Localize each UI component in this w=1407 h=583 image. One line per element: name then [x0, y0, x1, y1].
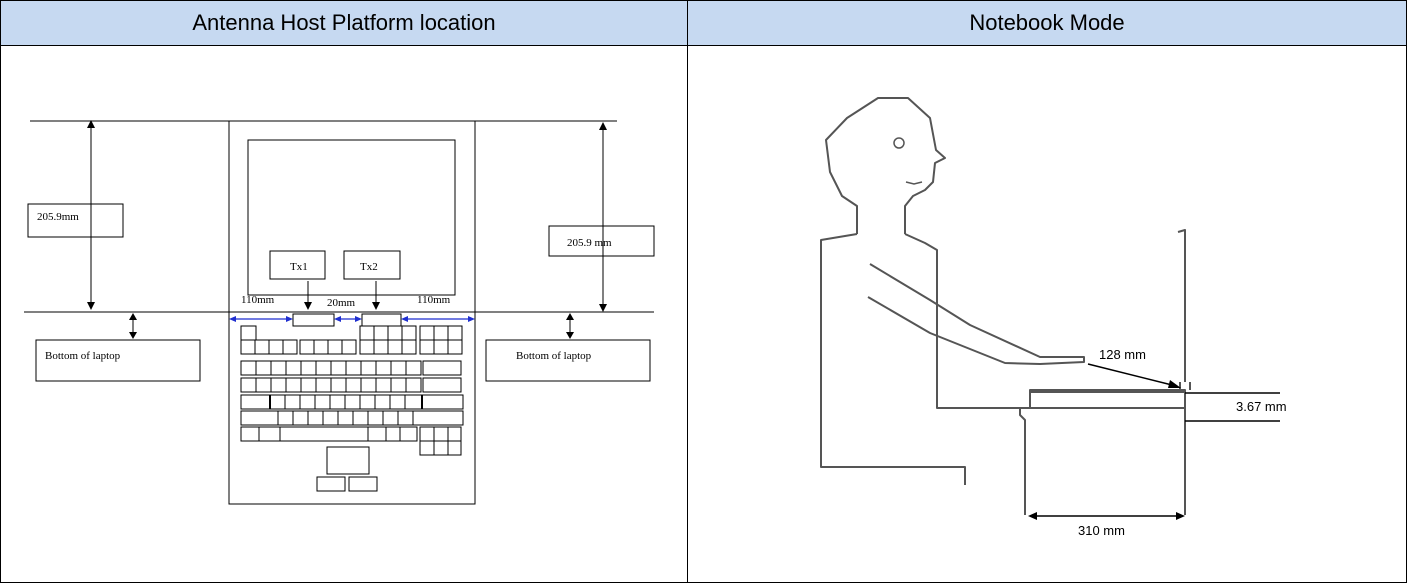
touchpad-left-button	[316, 476, 346, 492]
person-lap	[1029, 391, 1185, 408]
keyboard	[240, 325, 464, 456]
laptop-screen	[247, 139, 456, 296]
person-mouth	[905, 181, 923, 185]
bottom-label-right-box	[485, 339, 651, 382]
touchpad-right-button	[348, 476, 378, 492]
person-head	[825, 97, 946, 234]
tx2-box	[343, 250, 401, 280]
bottom-label-left-box	[35, 339, 201, 382]
measure-128-arrow	[1087, 363, 1177, 387]
laptop-hinge	[1179, 382, 1191, 390]
height-label-left-box	[27, 203, 124, 238]
bottom-label-right: Bottom of laptop	[516, 350, 592, 362]
height-label-left: 205.9mm	[37, 211, 79, 223]
measure-128-label: 128 mm	[1099, 347, 1146, 362]
tx1-label: Tx1	[290, 261, 308, 273]
laptop-base	[1029, 389, 1186, 409]
person-shin	[1019, 408, 1026, 515]
person-torso-back	[820, 233, 966, 485]
laptop-screen-side	[1177, 229, 1186, 382]
height-label-right-box	[548, 225, 655, 257]
laptop-outline	[228, 120, 476, 505]
distance-arrows	[229, 316, 475, 322]
distance-label-right: 110mm	[417, 294, 451, 306]
tx1-box	[269, 250, 326, 280]
person-eye	[893, 137, 905, 149]
distance-label-left: 110mm	[241, 294, 275, 306]
distance-label-middle: 20mm	[327, 297, 356, 309]
measure-310-label: 310 mm	[1078, 523, 1125, 538]
cell-antenna-diagram	[0, 45, 688, 583]
header-antenna-location: Antenna Host Platform location	[0, 0, 688, 46]
measure-367-label: 3.67 mm	[1236, 399, 1287, 414]
tx2-label: Tx2	[360, 261, 378, 273]
person-torso-front	[904, 233, 1030, 409]
bottom-label-left: Bottom of laptop	[45, 350, 121, 362]
person-arm	[867, 263, 1085, 365]
tx1-position-marker	[292, 313, 335, 327]
touchpad	[326, 446, 370, 475]
height-label-right: 205.9 mm	[567, 237, 612, 249]
